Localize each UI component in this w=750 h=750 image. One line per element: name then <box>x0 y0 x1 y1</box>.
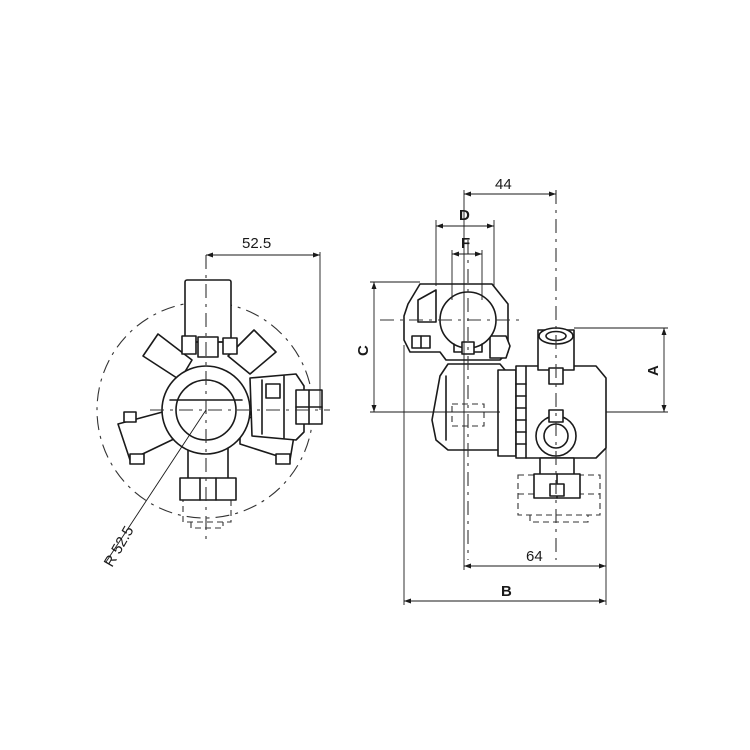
upper-right-arm <box>222 329 277 375</box>
label-d: D <box>459 207 470 224</box>
dim-d <box>436 223 494 229</box>
pipe-clamp <box>403 283 511 361</box>
dim-a <box>661 328 667 412</box>
dim-top-offset <box>464 191 556 197</box>
dim-c <box>371 282 377 412</box>
top-arm <box>184 279 232 358</box>
right-valve-block <box>249 373 323 441</box>
upper-left-arm <box>142 333 197 381</box>
valve-body <box>497 327 607 459</box>
side-view <box>370 190 668 605</box>
label-b: B <box>501 583 512 600</box>
front-view <box>96 252 330 563</box>
label-44: 44 <box>495 176 512 193</box>
side-bottom-nozzle <box>533 457 581 499</box>
label-52-5: 52.5 <box>242 235 271 252</box>
dim-f <box>451 250 483 300</box>
dim-bottom-width <box>464 563 606 569</box>
label-a: A <box>645 365 662 376</box>
dim-b <box>404 598 606 604</box>
radius-leader <box>105 409 207 563</box>
label-f: F <box>461 235 470 252</box>
dim-front-width <box>206 252 321 410</box>
label-c: C <box>355 345 372 356</box>
label-radius: R 52.5 <box>101 523 138 570</box>
label-64: 64 <box>526 548 543 565</box>
